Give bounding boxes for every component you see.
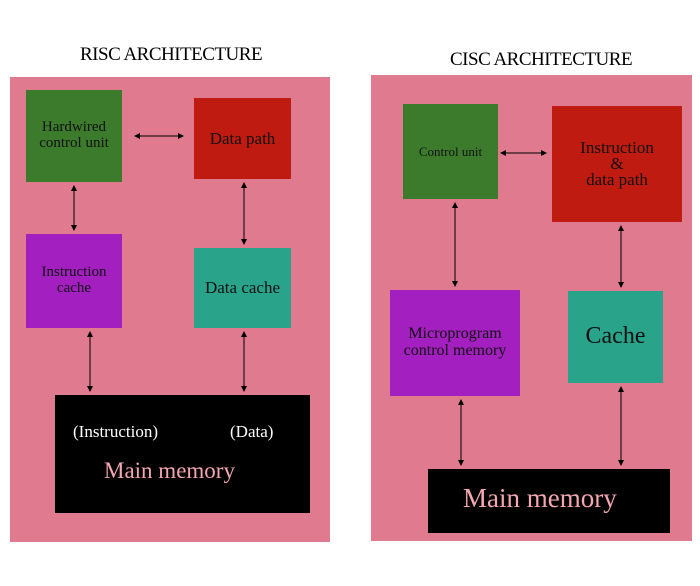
- data-label: (Data): [230, 422, 274, 441]
- instruction-data-path-box: Instruction & data path: [552, 106, 682, 222]
- cisc-title: CISC ARCHITECTURE: [450, 49, 633, 70]
- risc-data-path-box: Data path: [194, 98, 291, 179]
- data-cache-box: Data cache: [194, 248, 291, 328]
- cisc-main-memory-label: Main memory: [463, 483, 617, 513]
- cisc-control-unit-box: Control unit: [403, 104, 498, 199]
- cisc-main-memory-box: [428, 469, 670, 533]
- instruction-label: (Instruction): [73, 422, 158, 441]
- risc-main-memory-box: [55, 395, 310, 513]
- hardwired-control-unit-box: Hardwired control unit: [26, 90, 122, 182]
- microprogram-control-memory-box: Microprogram control memory: [390, 290, 520, 396]
- instruction-cache-box: Instruction cache: [26, 234, 122, 328]
- risc-title: RISC ARCHITECTURE: [80, 44, 263, 65]
- cisc-cache-box: Cache: [568, 291, 663, 383]
- risc-main-memory-label: Main memory: [104, 458, 235, 483]
